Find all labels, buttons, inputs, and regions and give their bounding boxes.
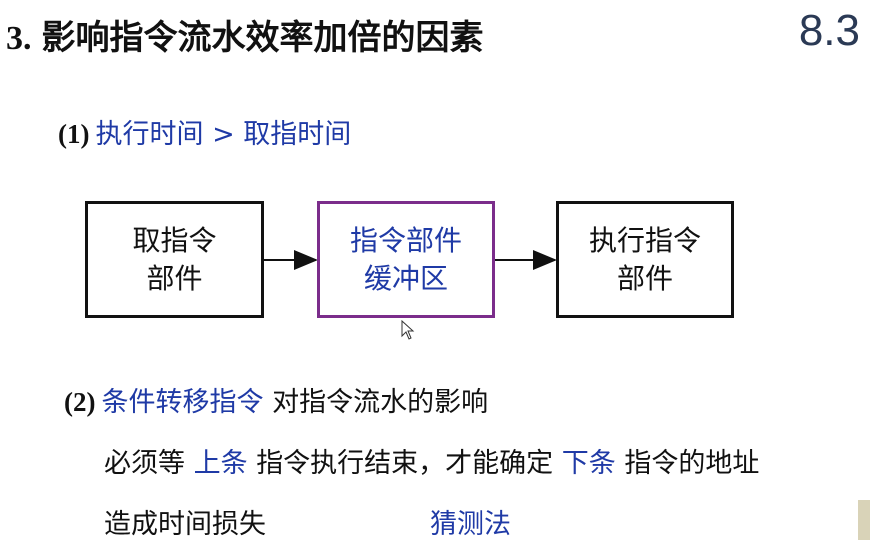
- execute-unit-line2: 部件: [616, 261, 673, 295]
- body-line-1-c: 指令执行结束，才能确定: [256, 448, 554, 479]
- section-number: 8.3: [798, 6, 860, 55]
- execute-unit-line1: 执行指令: [588, 223, 701, 257]
- execute-unit-box: 执行指令 部件: [556, 201, 734, 318]
- point-2-number: (2): [64, 387, 96, 417]
- title-number: 3.: [6, 20, 32, 57]
- fetch-unit-line1: 取指令: [132, 223, 217, 257]
- body-line-2: 造成时间损失: [104, 502, 266, 541]
- point-1-text: 执行时间 > 取指时间: [95, 119, 352, 150]
- buffer-line1: 指令部件: [349, 223, 462, 257]
- body-line-1-e: 指令的地址: [624, 448, 760, 479]
- point-1: (1)执行时间 > 取指时间: [58, 112, 351, 151]
- slide-title: 3.影响指令流水效率加倍的因素: [6, 10, 484, 59]
- point-2-highlight: 条件转移指令: [101, 387, 264, 418]
- body-line-2-a: 造成时间损失: [104, 509, 266, 540]
- body-line-1-d: 下条: [561, 448, 616, 479]
- title-text: 影响指令流水效率加倍的因素: [41, 18, 484, 58]
- guess-method: 猜测法: [430, 509, 511, 540]
- point-2-text: 对指令流水的影响: [272, 387, 489, 418]
- mouse-cursor-icon: [401, 320, 415, 340]
- buffer-box: 指令部件 缓冲区: [317, 201, 495, 318]
- body-line-1-a: 必须等: [104, 448, 185, 479]
- point-1-number: (1): [58, 119, 90, 149]
- body-line-1: 必须等 上条 指令执行结束，才能确定 下条 指令的地址: [104, 441, 856, 480]
- body-line-1-b: 上条: [193, 448, 248, 479]
- fetch-unit-box: 取指令 部件: [85, 201, 264, 318]
- point-2: (2)条件转移指令 对指令流水的影响: [64, 380, 488, 419]
- fetch-unit-line2: 部件: [146, 261, 203, 295]
- edge-bar: [858, 500, 870, 540]
- buffer-line2: 缓冲区: [363, 261, 448, 295]
